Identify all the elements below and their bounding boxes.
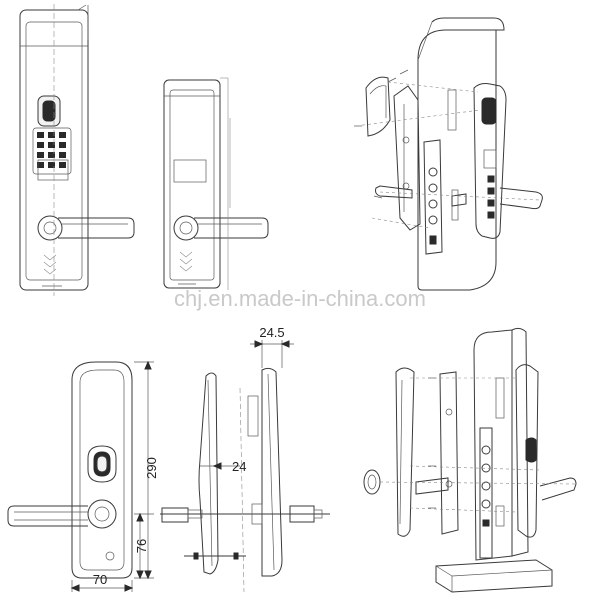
display-window — [37, 159, 69, 181]
keypad — [32, 127, 72, 175]
exploded-view-door-mount — [354, 17, 543, 291]
lever-handle — [37, 215, 135, 241]
stand-front-panel — [515, 364, 539, 538]
rear-lever-handle — [173, 215, 269, 241]
dimension-depth-label: 24 — [232, 459, 246, 474]
dimension-width-label: 70 — [93, 572, 107, 587]
dimensioned-front-view: 290 76 70 — [7, 360, 159, 592]
stand-mortise-body — [479, 427, 493, 559]
dimension-height-label: 290 — [144, 457, 159, 479]
front-view-keypad-lock — [19, 4, 135, 296]
exploded-front-panel — [473, 83, 507, 239]
side-section-view: 24.5 24 — [160, 325, 330, 593]
mortise-lock-body — [423, 139, 443, 255]
exploded-view-display-stand — [363, 327, 577, 593]
rear-view-lock — [163, 77, 269, 290]
spindle-assembly — [160, 503, 330, 525]
fingerprint-reader — [87, 445, 117, 483]
dimensioned-lever-handle — [7, 499, 117, 529]
dimension-thickness-label: 24.5 — [259, 325, 284, 340]
thumb-turn-knob — [363, 469, 381, 495]
watermark-text: chj.en.made-in-china.com — [174, 286, 426, 311]
dimension-lower-height-label: 76 — [134, 539, 149, 553]
